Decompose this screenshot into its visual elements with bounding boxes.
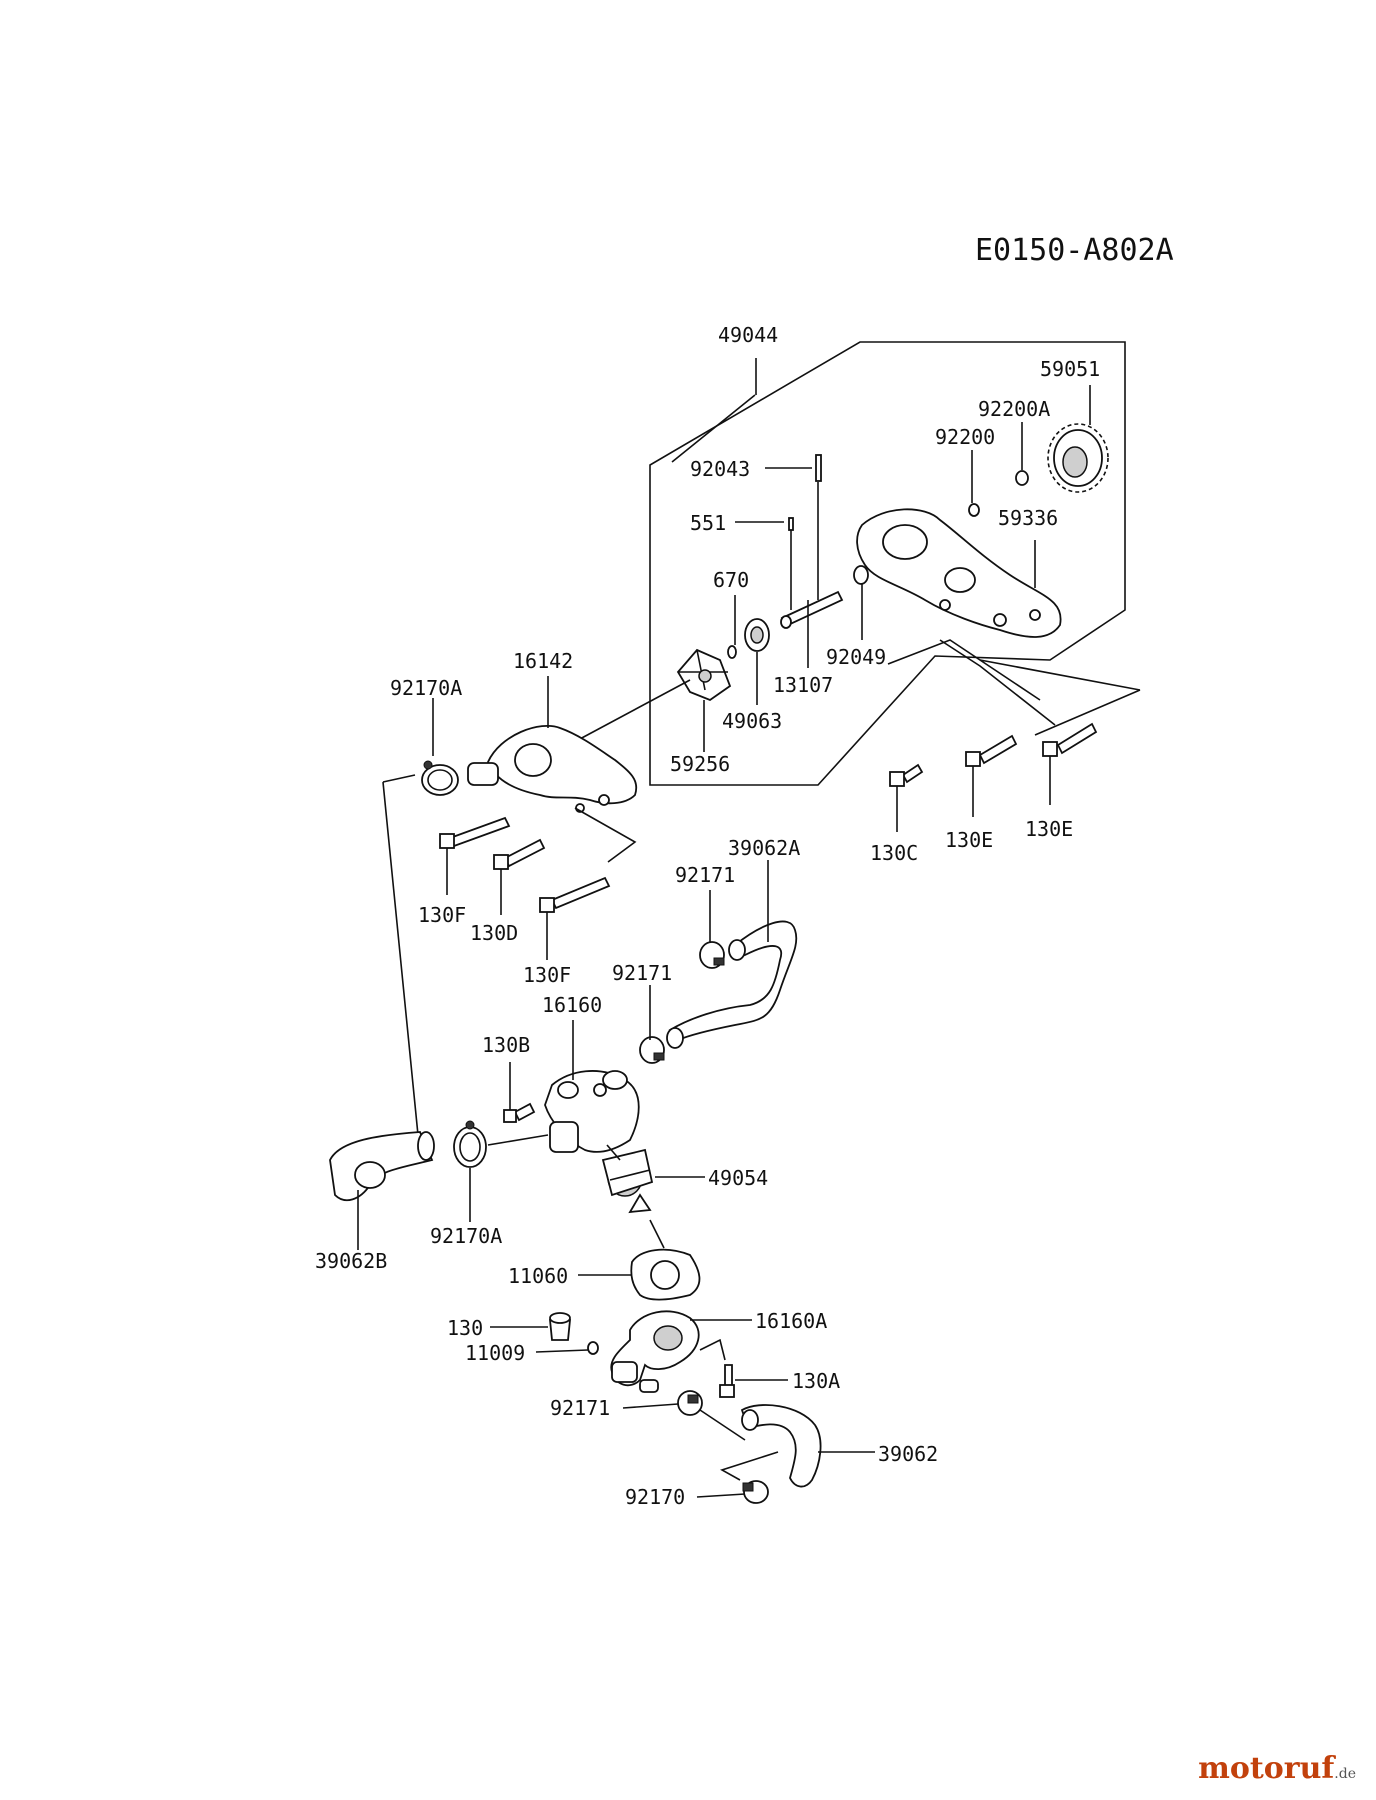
- label-59051: 59051: [1040, 357, 1100, 381]
- clamp-92171-b: [639, 1036, 665, 1064]
- clamp-92171-a: [699, 941, 725, 969]
- watermark-logo: motoruf.de: [1198, 1751, 1356, 1786]
- label-130C: 130C: [870, 841, 918, 865]
- label-551: 551: [690, 511, 726, 535]
- bolt-130F-a: [439, 816, 511, 849]
- bolt-130C: [889, 763, 924, 787]
- label-39062B: 39062B: [315, 1249, 387, 1273]
- label-130F-a: 130F: [418, 903, 466, 927]
- label-49044: 49044: [718, 323, 778, 347]
- label-59256: 59256: [670, 752, 730, 776]
- label-92171-a: 92171: [675, 863, 735, 887]
- watermark-brand: motoruf: [1198, 1751, 1335, 1786]
- leader-lines: [357, 385, 1091, 1498]
- bolt-130D: [493, 838, 546, 870]
- label-92171-b: 92171: [612, 961, 672, 985]
- pump-cover-16142: [467, 724, 638, 813]
- washer-92049: [853, 565, 869, 585]
- label-92170A-bottom: 92170A: [430, 1224, 502, 1248]
- impeller-59256: [676, 648, 732, 702]
- bolt-130B: [503, 1102, 536, 1123]
- label-92171-c: 92171: [550, 1396, 610, 1420]
- label-13107: 13107: [773, 673, 833, 697]
- gear-part: [1047, 423, 1109, 493]
- label-130F-b: 130F: [523, 963, 571, 987]
- label-92043: 92043: [690, 457, 750, 481]
- clamp-92170A-top: [421, 760, 459, 796]
- part-labels: E0150-A802A 49044 59051 92200A 92200 920…: [315, 233, 1174, 1509]
- plug-130: [549, 1312, 571, 1341]
- hose-39062: [740, 1404, 822, 1488]
- label-92200: 92200: [935, 425, 995, 449]
- pump-housing: [856, 508, 1062, 638]
- label-130E-a: 130E: [945, 828, 993, 852]
- pin-92043: [815, 454, 822, 482]
- hose-39062B: [329, 1131, 435, 1202]
- label-92170A-top: 92170A: [390, 676, 462, 700]
- thermostat-49054: [601, 1148, 654, 1214]
- pin-551: [788, 517, 794, 531]
- diagram-code: E0150-A802A: [975, 233, 1174, 268]
- label-16142: 16142: [513, 649, 573, 673]
- clamp-92170: [742, 1480, 769, 1504]
- label-16160A: 16160A: [755, 1309, 827, 1333]
- label-130B: 130B: [482, 1033, 530, 1057]
- label-92049: 92049: [826, 645, 886, 669]
- label-59336: 59336: [998, 506, 1058, 530]
- label-92200A: 92200A: [978, 397, 1050, 421]
- outlet-housing-16160A: [610, 1310, 700, 1393]
- label-11060: 11060: [508, 1264, 568, 1288]
- label-130D: 130D: [470, 921, 518, 945]
- bolt-130A: [719, 1364, 735, 1398]
- label-11009: 11009: [465, 1341, 525, 1365]
- label-670: 670: [713, 568, 749, 592]
- plug-11009: [587, 1341, 599, 1355]
- label-49063: 49063: [722, 709, 782, 733]
- assembly-outline: [649, 341, 1141, 786]
- ring-670: [727, 645, 737, 659]
- clamp-92171-c: [677, 1390, 703, 1416]
- gasket-11060: [630, 1248, 701, 1301]
- label-39062: 39062: [878, 1442, 938, 1466]
- washer-92200A: [1015, 470, 1029, 486]
- watermark-tld: .de: [1334, 1766, 1356, 1782]
- label-130E-b: 130E: [1025, 817, 1073, 841]
- label-92170: 92170: [625, 1485, 685, 1509]
- clamp-92170A-bottom: [453, 1120, 487, 1168]
- label-130A: 130A: [792, 1369, 840, 1393]
- bolt-130F-b: [539, 876, 611, 913]
- label-39062A: 39062A: [728, 836, 800, 860]
- clip-92200: [968, 503, 980, 517]
- label-16160: 16160: [542, 993, 602, 1017]
- label-49054: 49054: [708, 1166, 768, 1190]
- bolt-130E-a: [965, 734, 1018, 767]
- label-130: 130: [447, 1316, 483, 1340]
- thermostat-housing-16160: [544, 1070, 640, 1153]
